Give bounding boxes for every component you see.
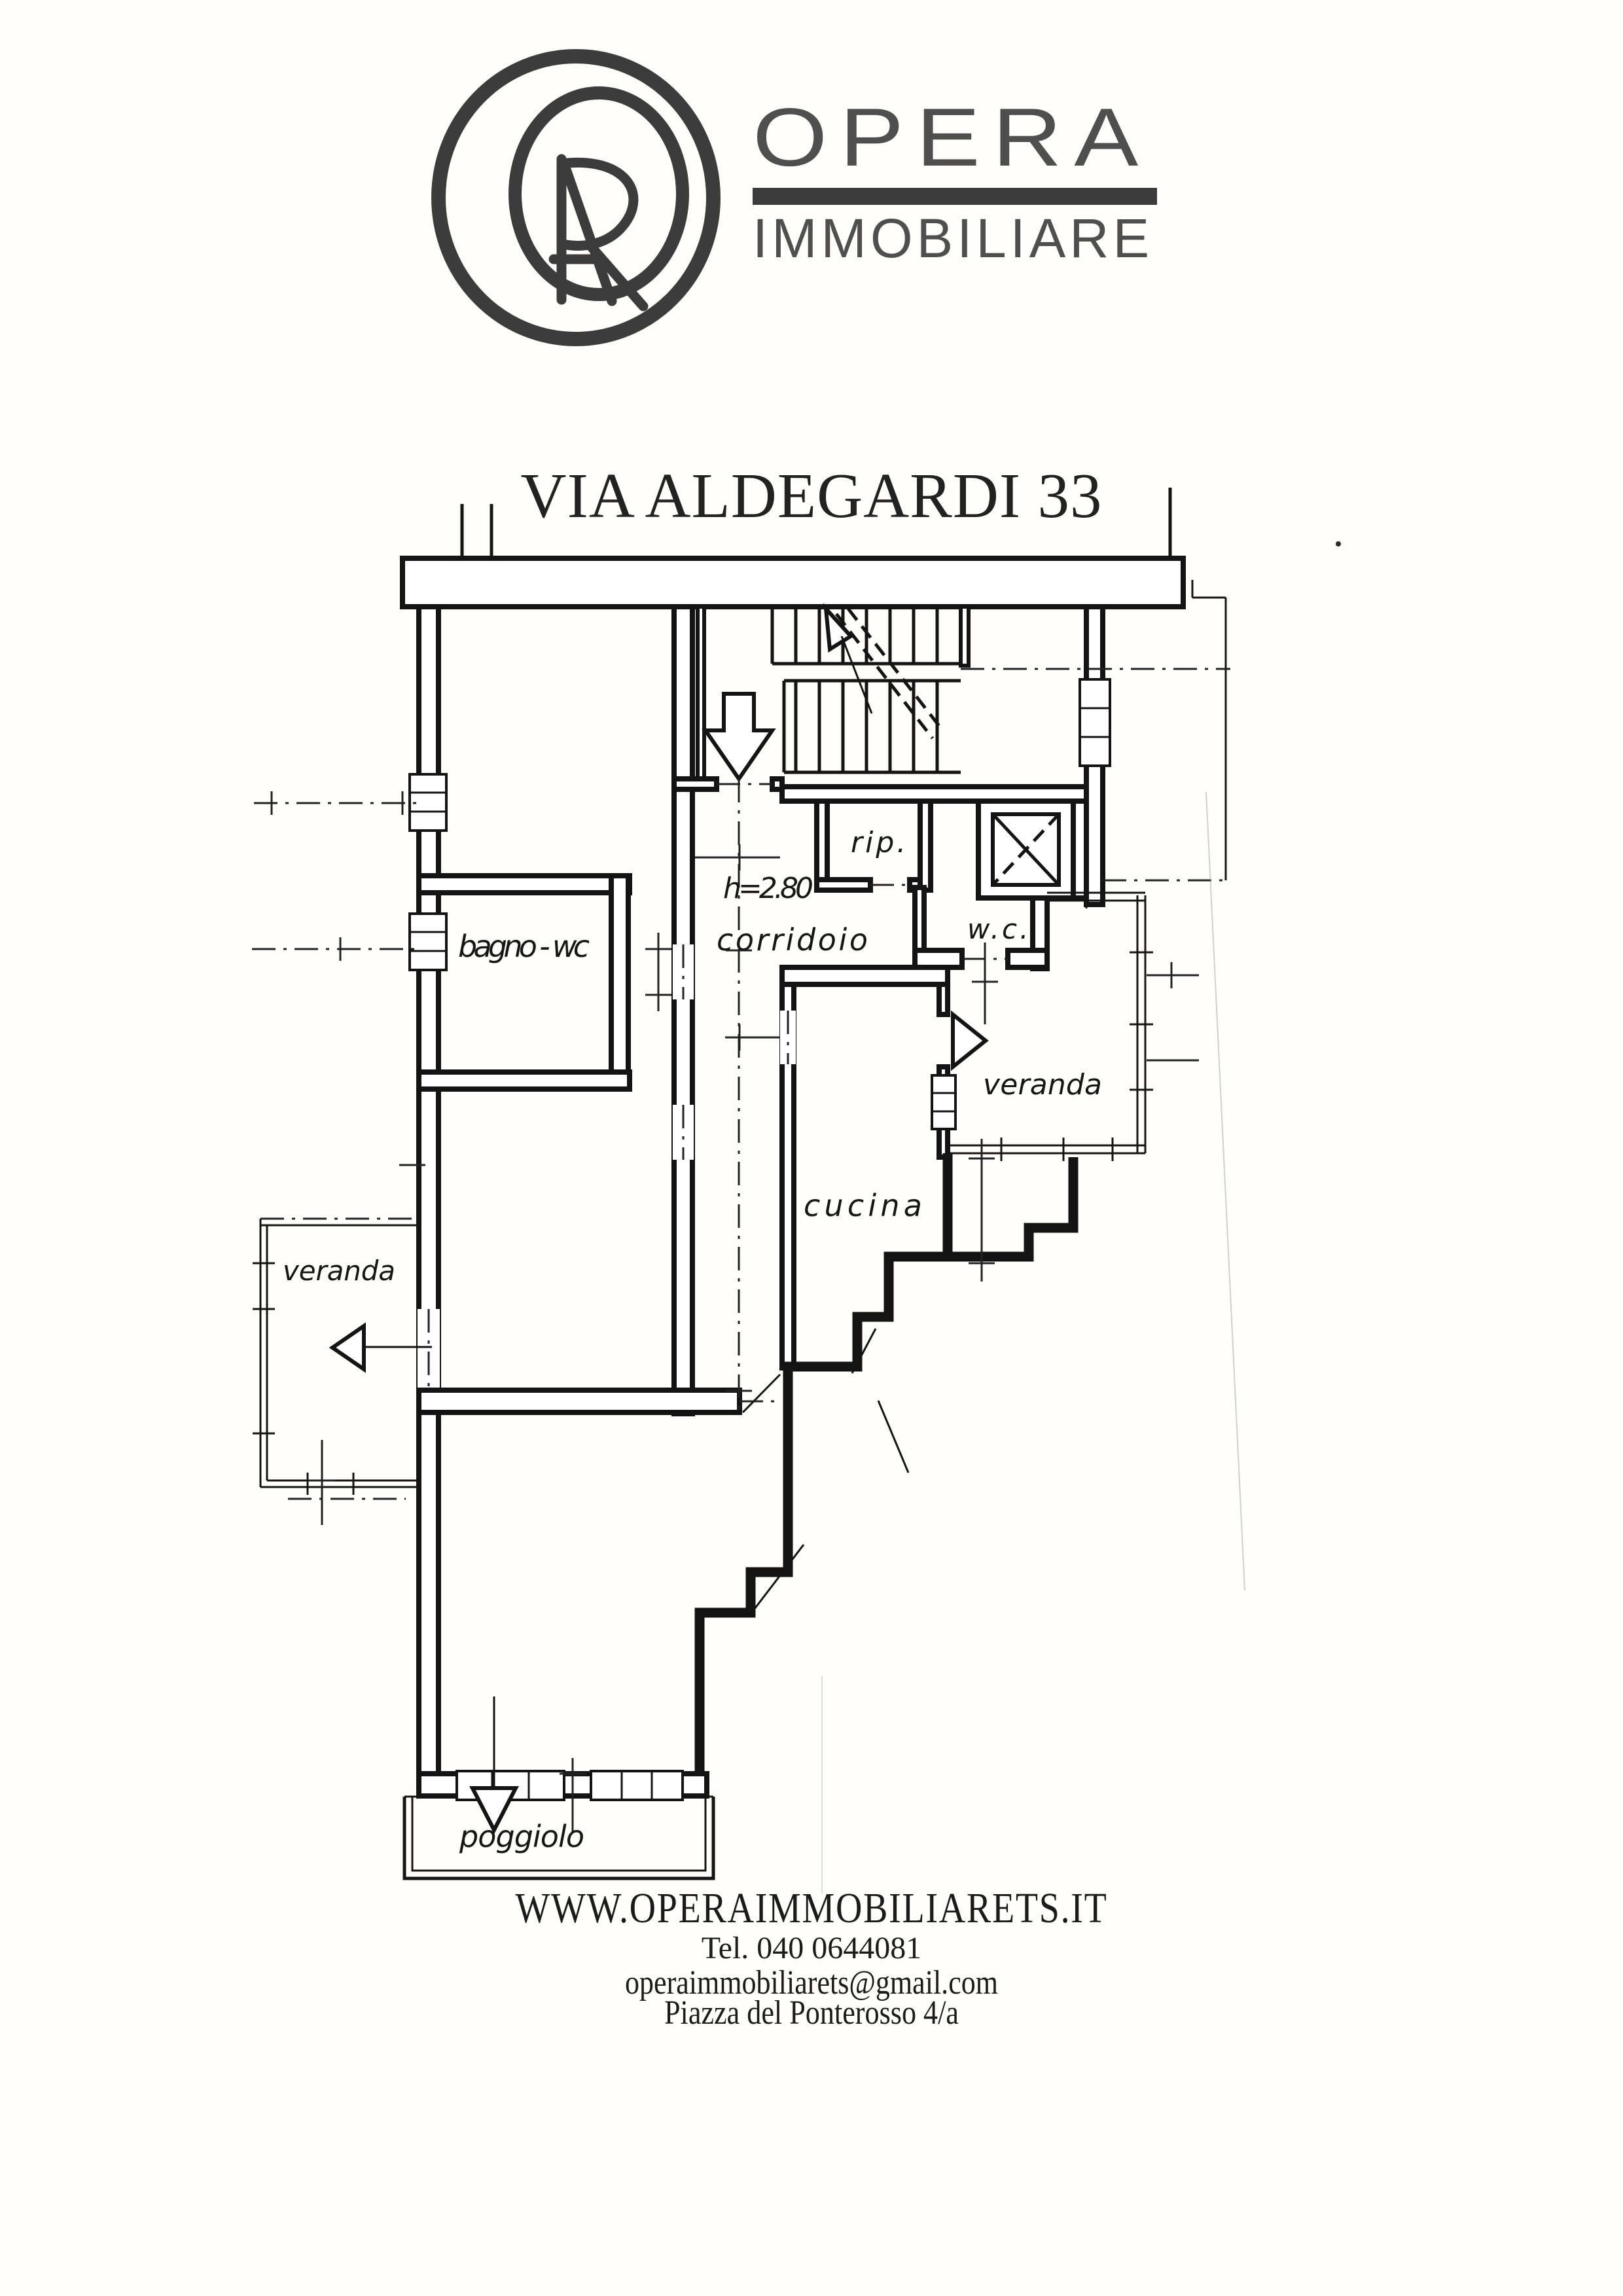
label-veranda-right: veranda <box>983 1068 1104 1102</box>
brand-name: OPERA <box>753 91 1150 183</box>
scan-artifacts <box>821 541 1341 1893</box>
window-camera3-b <box>590 1770 684 1801</box>
east-annex-outline <box>1103 580 1227 882</box>
label-height-note: h=2.80 <box>723 872 815 905</box>
page-title: VIA ALDEGARDI 33 <box>521 461 1103 531</box>
balcony-door-arrow-icon <box>469 1786 519 1835</box>
label-rip: rip. <box>851 826 908 859</box>
veranda-left <box>253 1217 432 1495</box>
label-bagno: bagno - wc <box>458 929 592 964</box>
stairs <box>770 603 961 774</box>
footer-website: WWW.OPERAIMMOBILIARETS.IT <box>516 1884 1108 1932</box>
stair-direction-arrow-icon <box>823 603 854 653</box>
logo-monogram-icon <box>548 154 649 312</box>
window-cucina-veranda <box>931 1074 957 1130</box>
brand-subtitle: IMMOBILIARE <box>753 207 1153 269</box>
footer-email: operaimmobiliarets@gmail.com <box>625 1964 998 2001</box>
walls <box>400 488 1186 1799</box>
brand-logo: OPERA IMMOBILIARE <box>431 49 1157 346</box>
label-poggiolo: poggiolo <box>459 1819 587 1854</box>
label-veranda-left: veranda <box>283 1255 397 1287</box>
dimension-lines <box>252 668 1230 1833</box>
footer-address: Piazza del Ponterosso 4/a <box>664 1994 959 2032</box>
entrance-arrow-icon <box>702 692 776 783</box>
window-left-2 <box>408 912 448 971</box>
brand-divider <box>753 188 1157 205</box>
footer: WWW.OPERAIMMOBILIARETS.IT Tel. 040 06440… <box>516 1884 1108 2032</box>
label-wc: w.c. <box>967 913 1031 945</box>
window-top-right <box>1079 678 1111 767</box>
veranda-left-door-arrow-icon <box>329 1322 366 1373</box>
label-cucina: cucina <box>804 1188 925 1223</box>
elevator-shaft <box>976 798 1076 901</box>
veranda-right-glazing <box>948 885 1153 1161</box>
poggiolo-balcony <box>402 1696 715 1880</box>
door-openings <box>418 783 1008 1612</box>
label-corridoio: corridoio <box>717 922 870 958</box>
windows <box>408 678 1111 1801</box>
footer-phone: Tel. 040 0644081 <box>702 1931 922 1965</box>
door-swing-veranda-right <box>951 1010 989 1071</box>
